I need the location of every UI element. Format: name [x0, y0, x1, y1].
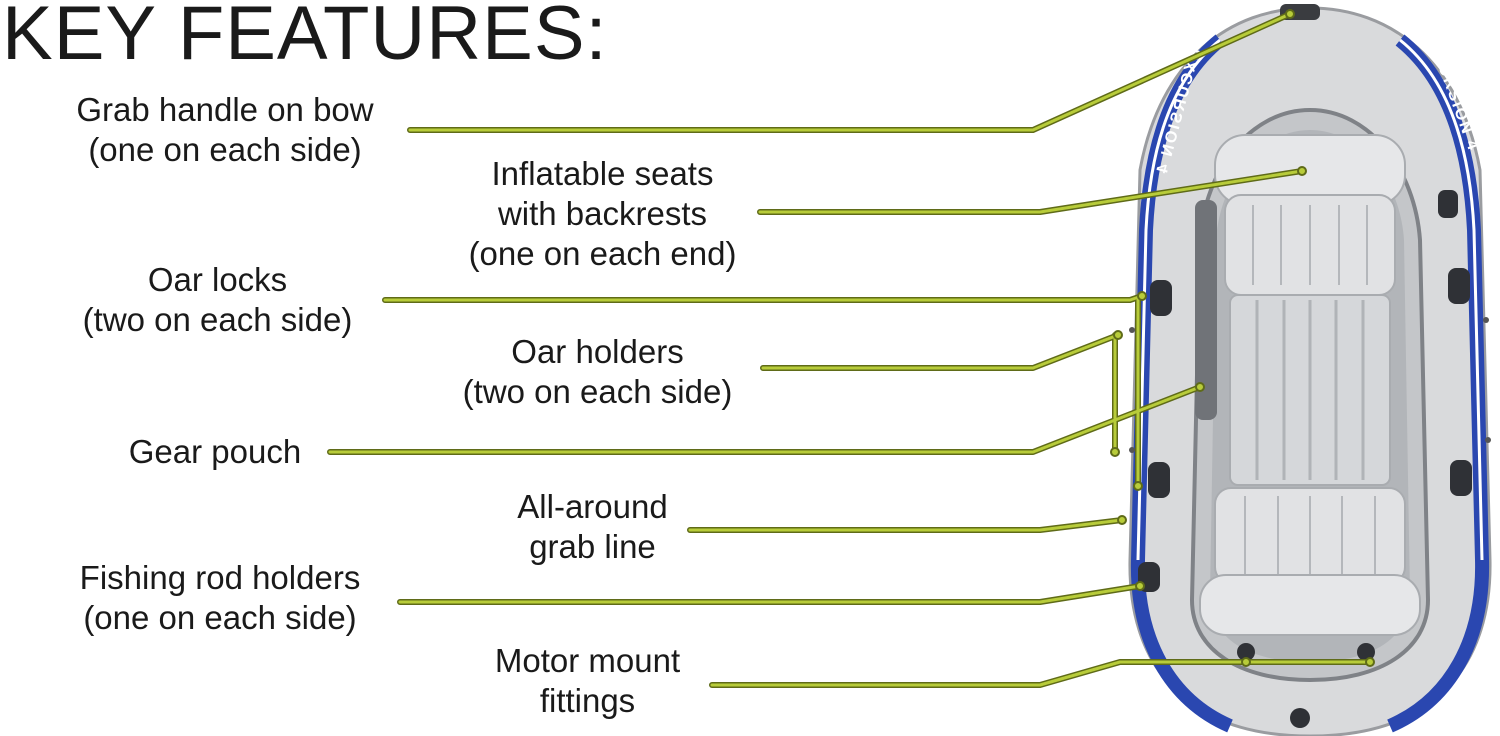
label-line: fittings: [539, 682, 636, 719]
leader-dot: [1195, 382, 1205, 392]
leader-dot: [1117, 515, 1127, 525]
oar-lock-left-rear: [1148, 462, 1170, 498]
label-oar-locks: Oar locks (two on each side): [45, 260, 390, 340]
label-fishing-rod-holders: Fishing rod holders (one on each side): [40, 558, 400, 638]
oar-lock-right-front: [1448, 268, 1470, 304]
leader-inflatable-seats: [757, 168, 1305, 215]
leader-dot: [1110, 447, 1120, 457]
page-title: KEY FEATURES:: [2, 0, 608, 76]
leader-gear-pouch: [327, 384, 1203, 455]
leader-oar-holders: [760, 332, 1121, 371]
label-line: (one on each side): [88, 131, 362, 168]
leader-dot: [1365, 657, 1375, 667]
oar-lock-right-rear: [1450, 460, 1472, 496]
label-line: Oar holders: [511, 333, 684, 370]
label-line: Fishing rod holders: [79, 559, 361, 596]
label-grab-handle: Grab handle on bow (one on each side): [40, 90, 410, 170]
leader-dot: [1133, 481, 1143, 491]
valve: [1290, 708, 1310, 728]
gear-pouch: [1195, 200, 1217, 420]
leader-dot: [1297, 166, 1307, 176]
label-line: Grab handle on bow: [76, 91, 374, 128]
label-line: All-around: [517, 488, 668, 525]
label-line: with backrests: [497, 195, 708, 232]
label-oar-holders: Oar holders (two on each side): [425, 332, 770, 412]
bow-handle-right: [1438, 190, 1458, 218]
label-grab-line: All-around grab line: [485, 487, 700, 567]
leader-motor-mount: [709, 659, 1373, 688]
label-motor-mount: Motor mount fittings: [465, 641, 710, 721]
leader-dot: [1137, 291, 1147, 301]
label-gear-pouch: Gear pouch: [100, 432, 330, 472]
inflatable-boat-illustration: EXCURSION 4 EXCURSION 4: [1128, 4, 1492, 736]
label-line: (one on each side): [83, 599, 357, 636]
label-line: grab line: [529, 528, 656, 565]
label-line: Oar locks: [147, 261, 288, 298]
leader-fishing-rod: [397, 583, 1143, 605]
motor-mount-right: [1357, 643, 1375, 661]
leader-dot: [1285, 9, 1295, 19]
label-line: (one on each end): [468, 235, 737, 272]
label-inflatable-seats: Inflatable seats with backrests (one on …: [430, 154, 775, 274]
leader-dot: [1241, 657, 1251, 667]
label-line: Inflatable seats: [491, 155, 714, 192]
label-line: (two on each side): [462, 373, 733, 410]
oar-lock-left-front: [1150, 280, 1172, 316]
label-line: Motor mount: [494, 642, 681, 679]
label-line: (two on each side): [82, 301, 353, 338]
motor-mount-left: [1237, 643, 1255, 661]
leader-dot: [1113, 330, 1123, 340]
leader-dot: [1135, 581, 1145, 591]
rear-seat-backrest: [1199, 574, 1421, 636]
leader-grab-handle-inner: [408, 12, 1292, 132]
label-line: Gear pouch: [128, 433, 302, 470]
